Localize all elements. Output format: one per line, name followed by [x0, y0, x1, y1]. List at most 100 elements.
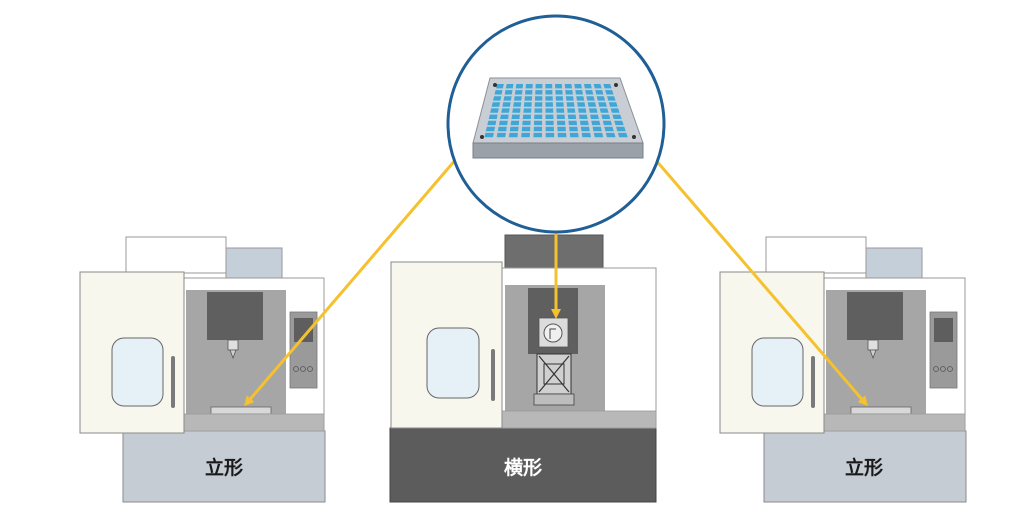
door-handle [171, 356, 175, 408]
plate-grid-cell [525, 84, 533, 89]
plate-grid-cell [534, 114, 543, 119]
plate-grid-cell [567, 114, 577, 119]
fixture-plate-front [472, 142, 644, 159]
plate-grid-cell [545, 114, 554, 119]
plate-grid-cell [574, 84, 582, 89]
plate-grid-cell [592, 126, 602, 132]
plate-bolt-hole [480, 135, 484, 139]
plate-grid-cell [545, 84, 553, 89]
plate-grid-cell [607, 96, 616, 101]
plate-grid-cell [556, 108, 565, 113]
machine-top-panel [225, 247, 283, 279]
spindle-tool [869, 349, 877, 360]
plate-grid-cell [555, 84, 563, 89]
control-button [940, 366, 946, 372]
control-screen [934, 318, 953, 342]
vertical-machine-right: 立形 [719, 236, 967, 503]
plate-grid-cell [593, 132, 604, 138]
plate-grid-cell [586, 96, 595, 101]
control-button [307, 366, 313, 372]
plate-grid-cell [534, 102, 543, 107]
plate-grid-cell [512, 108, 521, 113]
work-table [850, 406, 912, 415]
plate-grid-cell [575, 90, 583, 95]
plate-grid-cell [522, 120, 531, 126]
plate-grid-cell [522, 114, 531, 119]
plate-grid-cell [576, 96, 585, 101]
plate-grid-cell [490, 108, 499, 113]
door-handle [491, 349, 495, 401]
plate-grid-cell [617, 132, 628, 138]
plate-grid-cell [488, 114, 498, 119]
plate-bolt-hole [632, 135, 636, 139]
machine-floor-strip [501, 410, 657, 429]
plate-grid-cell [521, 126, 531, 132]
plate-grid-cell [533, 120, 543, 126]
plate-bolt-hole [493, 83, 497, 87]
plate-grid-cell [523, 102, 532, 107]
control-button [947, 366, 953, 372]
machine-top-panel [504, 234, 604, 269]
door-window [111, 337, 164, 407]
work-table [210, 406, 272, 415]
plate-grid-cell [493, 96, 502, 101]
plate-grid-cell [569, 126, 578, 132]
plate-grid-cell [513, 102, 522, 107]
plate-grid-cell [556, 102, 564, 107]
plate-grid-cell [499, 120, 508, 126]
spindle [227, 339, 239, 351]
plate-grid-cell [509, 126, 519, 132]
plate-grid-cell [557, 132, 567, 138]
plate-grid-cell [521, 132, 530, 138]
plate-grid-cell [535, 84, 543, 89]
machine-base [389, 427, 657, 503]
plate-grid-cell [503, 96, 512, 101]
door-window [426, 327, 480, 399]
plate-grid-cell [605, 132, 616, 138]
machine-label-center: 横形 [504, 456, 542, 479]
plate-grid-cell [587, 102, 597, 107]
plate-grid-cell [595, 90, 604, 95]
plate-grid-cell [502, 102, 511, 107]
magnifier-lens [446, 14, 666, 234]
plate-grid-cell [565, 96, 574, 101]
plate-grid-cell [580, 126, 590, 132]
plate-grid-cell [603, 84, 612, 89]
plate-grid-cell [604, 126, 614, 132]
plate-grid-cell [596, 96, 606, 101]
plate-grid-cell [599, 108, 609, 113]
plate-grid-cell [487, 120, 497, 126]
horizontal-machine-center: 横形 [389, 234, 657, 503]
plate-grid-cell [514, 90, 523, 95]
plate-grid-cell [496, 132, 506, 138]
plate-grid-cell [588, 108, 598, 113]
plate-grid-cell [616, 126, 626, 132]
door-window [751, 337, 804, 407]
plate-grid-cell [555, 96, 564, 101]
plate-grid-cell [510, 120, 520, 126]
plate-grid-cell [545, 90, 553, 95]
machine-floor-strip [823, 413, 966, 432]
plate-grid-cell [585, 90, 594, 95]
plate-grid-cell [565, 90, 573, 95]
plate-grid-cell [511, 114, 520, 119]
arrow-to-right-machine [652, 157, 868, 407]
fixture-plate-grid [484, 84, 628, 138]
vertical-machine-left: 立形 [79, 236, 326, 503]
spindle-ring [543, 323, 563, 343]
control-button [933, 366, 939, 372]
fixture-cross [538, 355, 570, 393]
plate-grid-cell [569, 132, 579, 138]
plate-grid-cell [501, 108, 510, 113]
plate-grid-cell [545, 108, 554, 113]
plate-grid-cell [525, 90, 533, 95]
plate-grid-cell [591, 120, 601, 126]
plate-grid-cell [610, 108, 620, 113]
plate-grid-cell [485, 126, 496, 132]
plate-grid-cell [598, 102, 607, 107]
plate-grid-cell [578, 108, 587, 113]
machine-top-box [765, 236, 867, 274]
plate-grid-cell [524, 96, 533, 101]
plate-grid-cell [545, 102, 553, 107]
